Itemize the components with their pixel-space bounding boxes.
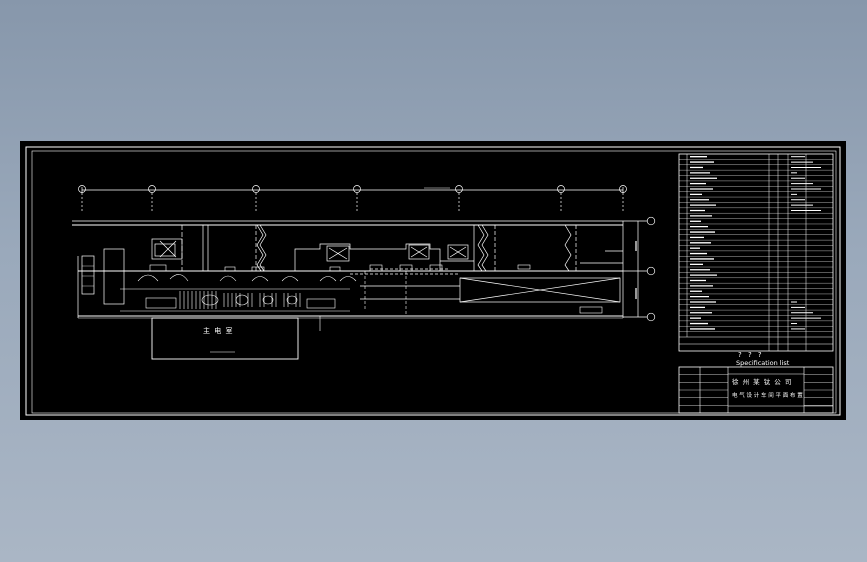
spec-table-rows — [679, 156, 833, 332]
drawing-title: 电 气 设 计 车 间 平 面 布 置 — [732, 391, 803, 399]
switchgear-row — [120, 264, 603, 331]
inner-frame — [31, 150, 837, 414]
company-name: 徐 州 某 钛 公 司 — [732, 377, 792, 386]
drawing-sheet: 主 电 室 ? ? ? Specification list 徐 州 某 钛 公… — [20, 141, 846, 420]
spec-icons: ? ? ? — [738, 351, 764, 359]
grid-bubbles-top — [78, 185, 627, 213]
outer-frame — [25, 146, 841, 416]
grid-bubbles-right — [623, 216, 656, 322]
main-room-outline — [151, 317, 299, 360]
title-block-rows — [679, 374, 833, 406]
main-room-label: 主 电 室 — [203, 326, 233, 335]
floor-plan — [72, 185, 656, 360]
cad-drawing: 主 电 室 ? ? ? Specification list 徐 州 某 钛 公… — [25, 146, 841, 416]
spec-title: Specification list — [736, 359, 790, 367]
